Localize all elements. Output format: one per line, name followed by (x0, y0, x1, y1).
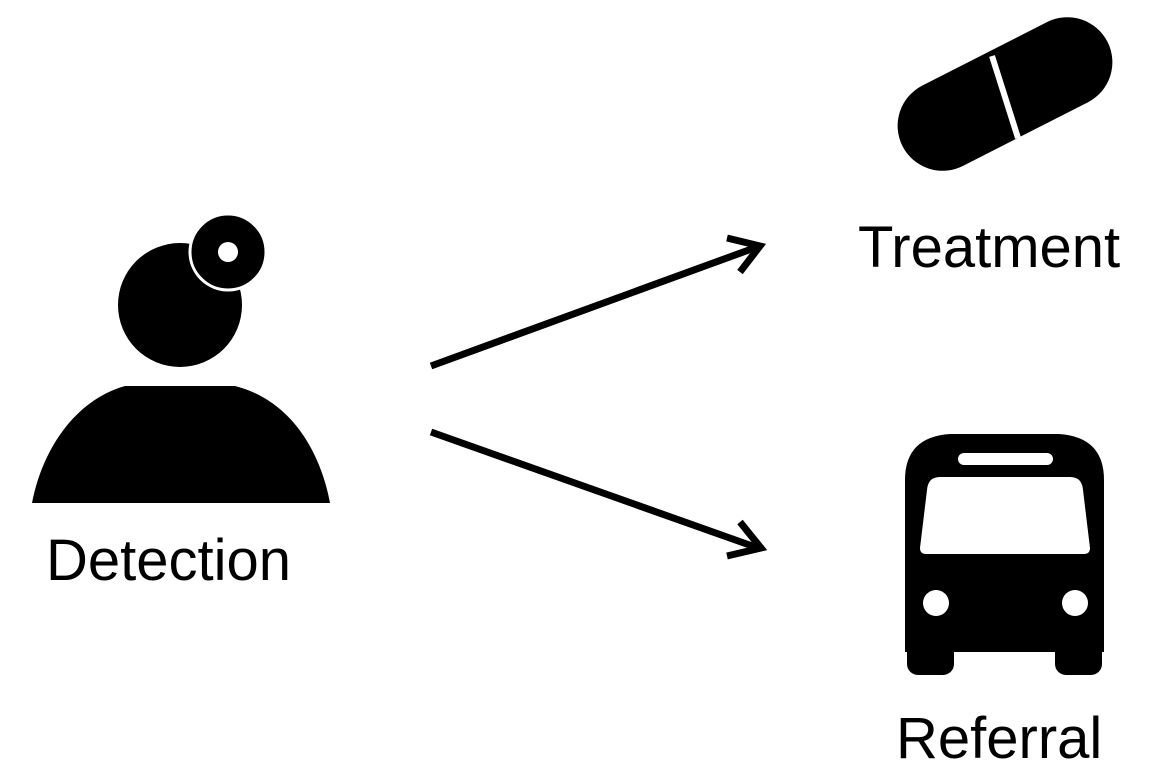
detection-label: Detection (46, 528, 292, 593)
arrow-to-referral (429, 428, 768, 560)
health-worker-icon (32, 212, 330, 503)
pill-icon (897, 17, 1113, 171)
arrow-to-treatment (429, 234, 767, 370)
treatment-label: Treatment (858, 215, 1121, 280)
referral-label: Referral (896, 706, 1103, 771)
bus-icon (905, 434, 1104, 675)
